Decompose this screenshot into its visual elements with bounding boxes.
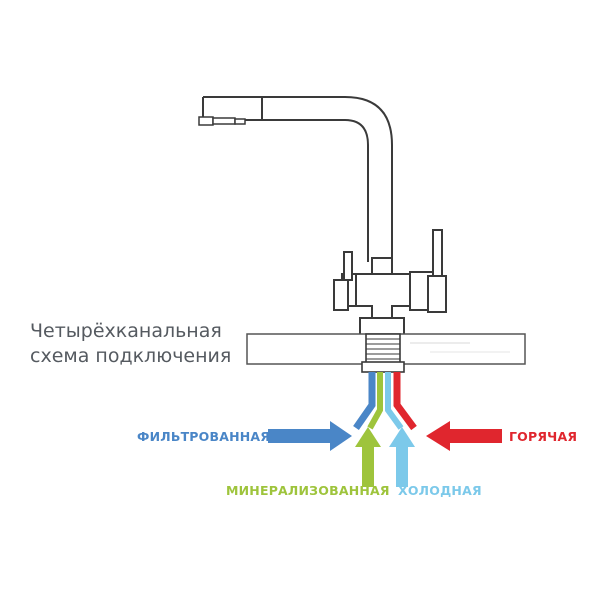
shank-thread <box>366 338 400 360</box>
caption-line-2: схема подключения <box>30 345 231 367</box>
label-mineralized: МИНЕРАЛИЗОВАННАЯ <box>226 483 390 498</box>
arrow-filtered <box>268 421 352 451</box>
hose-hot <box>393 372 417 431</box>
label-cold: ХОЛОДНАЯ <box>398 483 482 498</box>
mounting-shank <box>361 333 405 373</box>
arrow-hot <box>426 421 502 451</box>
label-filtered: ФИЛЬТРОВАННАЯ <box>137 429 270 444</box>
faucet-body <box>341 257 437 337</box>
label-hot: ГОРЯЧАЯ <box>509 429 577 444</box>
arrow-mineralized <box>355 427 381 487</box>
left-handle <box>333 251 353 311</box>
hose-filtered <box>353 372 376 430</box>
arrow-cold <box>389 427 415 487</box>
caption-line-1: Четырёхканальная <box>30 320 222 342</box>
spout-nozzle <box>198 116 246 126</box>
hose-mineralized <box>367 372 383 430</box>
right-handle <box>427 229 447 313</box>
hose-cold <box>385 372 404 430</box>
